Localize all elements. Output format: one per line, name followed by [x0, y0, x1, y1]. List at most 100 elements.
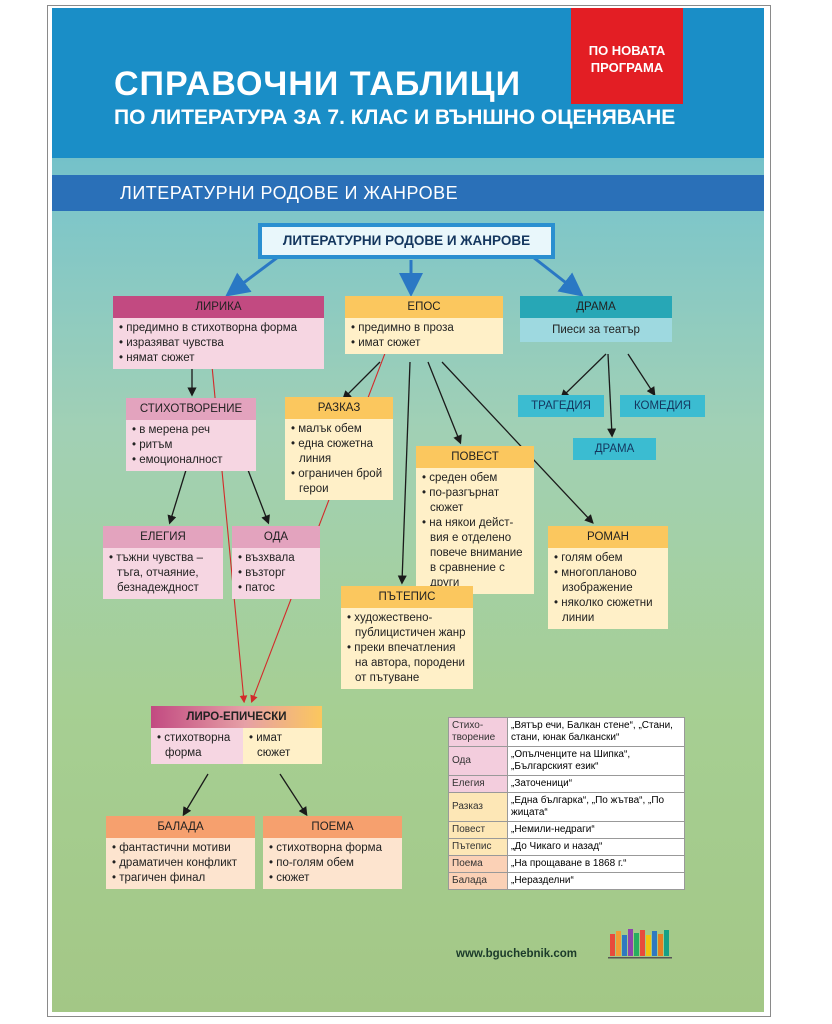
poema-box: ПОЕМА • стихотворна форма • по-голям обем… — [263, 816, 402, 889]
arrow-drama-tragedia — [560, 353, 607, 399]
liroepic-title: ЛИРО-ЕПИЧЕСКИ — [151, 706, 322, 728]
program-badge: ПО НОВАТА ПРОГРАМА — [571, 8, 683, 104]
table-row: Стихо- творение„Вятър ечи, Балкан стене“… — [448, 717, 685, 747]
stih-title: СТИХОТВОРЕНИЕ — [126, 398, 256, 420]
oda-title: ОДА — [232, 526, 320, 548]
komedia-box: КОМЕДИЯ — [620, 395, 705, 417]
table-row: Пътепис„До Чикаго и назад“ — [448, 838, 685, 856]
genre-cell: Стихо- творение — [448, 717, 508, 747]
oda-item: • възхвала — [238, 552, 295, 564]
poema-title: ПОЕМА — [263, 816, 402, 838]
balada-item: • фантастични мотиви — [112, 842, 231, 854]
arrow-epos-povest — [427, 361, 462, 445]
lirika-item: • предимно в стихотворна форма — [119, 322, 298, 334]
poster: ПО НОВАТА ПРОГРАМА СПРАВОЧНИ ТАБЛИЦИ ПО … — [52, 8, 764, 1012]
elegia-title: ЕЛЕГИЯ — [103, 526, 223, 548]
table-row: Ода„Опълченците на Шипка“, „Българският … — [448, 746, 685, 776]
arrow-stih-oda — [247, 469, 270, 525]
patepis-item: • художествено- публицистичен жанр — [347, 612, 466, 639]
genre-cell: Разказ — [448, 792, 508, 822]
section-title: ЛИТЕРАТУРНИ РОДОВЕ И ЖАНРОВЕ — [120, 183, 459, 203]
oda-item: • патос — [238, 582, 275, 594]
liroepic-left-item: • стихотворна форма — [157, 732, 231, 759]
liroepic-right-item: • имат сюжет — [249, 732, 291, 759]
genre-cell: Поема — [448, 855, 508, 873]
poema-item: • стихотворна форма — [269, 842, 382, 854]
oda-box: ОДА • възхвала• възторг• патос — [232, 526, 320, 599]
poema-item: • сюжет — [269, 872, 310, 884]
publisher-logo — [608, 929, 672, 959]
tragedia-box: ТРАГЕДИЯ — [518, 395, 604, 417]
genre-cell: Ода — [448, 746, 508, 776]
genre-cell: Пътепис — [448, 838, 508, 856]
balada-title: БАЛАДА — [106, 816, 255, 838]
epos-title: ЕПОС — [345, 296, 503, 318]
povest-item: • на някои дейст- вия е отделено повече … — [422, 517, 523, 589]
razkaz-item: • една сюжетна линия — [291, 438, 373, 465]
work-cell: „Заточеници“ — [507, 775, 685, 793]
lirika-item: • изразяват чувства — [119, 337, 224, 349]
table-row: Поема„На прощаване в 1868 г.“ — [448, 855, 685, 873]
epos-item: • имат сюжет — [351, 337, 421, 349]
arrow-stih-elegia — [167, 469, 187, 525]
page-border — [47, 5, 771, 1017]
badge-line2: ПРОГРАМА — [590, 60, 664, 75]
arrow-drama-komedia — [627, 353, 656, 397]
work-cell: „До Чикаго и назад“ — [507, 838, 685, 856]
stih-box: СТИХОТВОРЕНИЕ • в мерена реч• ритъм• емо… — [126, 398, 256, 471]
arrow-liro-balada — [182, 773, 209, 817]
elegia-box: ЕЛЕГИЯ • тъжни чувства – тъга, отчаяние,… — [103, 526, 223, 599]
section-bar: ЛИТЕРАТУРНИ РОДОВЕ И ЖАНРОВЕ — [52, 175, 764, 211]
razkaz-item: • ограничен брой герои — [291, 468, 383, 495]
roman-item: • многопланово изображение — [554, 567, 637, 594]
arrow-drama-drama — [607, 353, 617, 438]
badge-line1: ПО НОВАТА — [588, 43, 666, 58]
arrow-main-drama — [528, 252, 584, 297]
poema-item: • по-голям обем — [269, 857, 354, 869]
genre-cell: Повест — [448, 821, 508, 839]
connector-arrows — [167, 252, 656, 817]
arrow-liro-poema — [279, 773, 308, 817]
genre-cell: Балада — [448, 872, 508, 890]
drama-box: ДРАМА Пиеси за театър — [520, 296, 672, 342]
povest-item: • по-разгърнат сюжет — [422, 487, 500, 514]
povest-item: • среден обем — [422, 472, 498, 484]
patepis-box: ПЪТЕПИС • художествено- публицистичен жа… — [341, 586, 473, 689]
epos-box: ЕПОС • предимно в проза • имат сюжет — [345, 296, 503, 354]
table-row: Разказ„Една българка“, „По жътва“, „По ж… — [448, 792, 685, 822]
lirika-box: ЛИРИКА • предимно в стихотворна форма • и… — [113, 296, 324, 369]
works-table: Стихо- творение„Вятър ечи, Балкан стене“… — [448, 717, 685, 890]
work-cell: „На прощаване в 1868 г.“ — [507, 855, 685, 873]
balada-box: БАЛАДА • фантастични мотиви • драматичен … — [106, 816, 255, 889]
lirika-title: ЛИРИКА — [113, 296, 324, 318]
roman-title: РОМАН — [548, 526, 668, 548]
arrow-epos-razkaz — [342, 361, 381, 400]
genre-cell: Елегия — [448, 775, 508, 793]
drama-sub-box: ДРАМА — [573, 438, 656, 460]
razkaz-box: РАЗКАЗ • малък обем• една сюжетна линия•… — [285, 397, 393, 500]
arrow-main-lirika — [225, 252, 283, 297]
site-url[interactable]: www.bguchebnik.com — [456, 948, 577, 960]
stih-item: • ритъм — [132, 439, 173, 451]
work-cell: „Вятър ечи, Балкан стене“, „Стани, стани… — [507, 717, 685, 747]
balada-item: • драматичен конфликт — [112, 857, 238, 869]
epos-item: • предимно в проза — [351, 322, 454, 334]
liroepic-box: ЛИРО-ЕПИЧЕСКИ • стихотворна форма • имат… — [151, 706, 322, 764]
roman-item: • голям обем — [554, 552, 623, 564]
work-cell: „Една българка“, „По жътва“, „По жицата“ — [507, 792, 685, 822]
balada-item: • трагичен финал — [112, 872, 206, 884]
patepis-title: ПЪТЕПИС — [341, 586, 473, 608]
razkaz-item: • малък обем — [291, 423, 362, 435]
lirika-item: • нямат сюжет — [119, 352, 195, 364]
page-subtitle: ПО ЛИТЕРАТУРА ЗА 7. КЛАС И ВЪНШНО ОЦЕНЯВ… — [114, 106, 676, 129]
elegia-item: • тъжни чувства – тъга, отчаяние, безнад… — [109, 552, 204, 594]
table-row: Елегия„Заточеници“ — [448, 775, 685, 793]
arrow-epos-patepis — [397, 361, 411, 585]
patepis-item: • преки впечатления на автора, породени … — [347, 642, 465, 684]
work-cell: „Опълченците на Шипка“, „Българският ези… — [507, 746, 685, 776]
stih-item: • емоционалност — [132, 454, 223, 466]
povest-box: ПОВЕСТ • среден обем• по-разгърнат сюжет… — [416, 446, 534, 594]
page-title: СПРАВОЧНИ ТАБЛИЦИ — [114, 65, 522, 103]
drama-body: Пиеси за театър — [520, 318, 672, 342]
